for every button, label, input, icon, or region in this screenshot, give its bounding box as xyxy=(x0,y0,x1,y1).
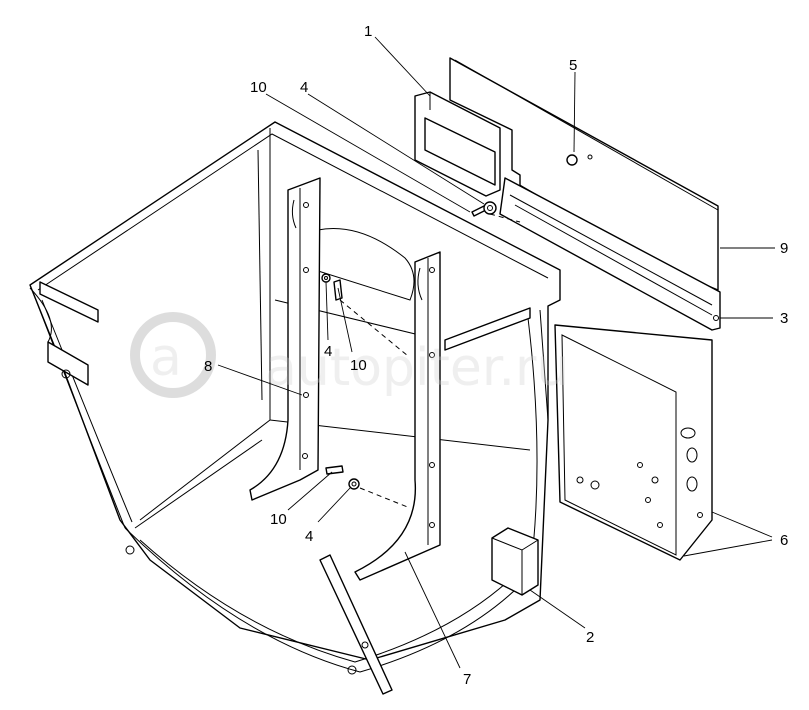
callout-6: 6 xyxy=(780,532,788,549)
callout-10: 10 xyxy=(250,79,267,96)
callout-2: 2 xyxy=(586,629,594,646)
watermark-letter-a: a xyxy=(150,328,182,388)
callout-4: 4 xyxy=(300,79,308,96)
watermark-text: autopiter.ru xyxy=(265,338,569,398)
callout-5: 5 xyxy=(569,57,577,74)
left-pillar-trim xyxy=(249,177,321,501)
leader-lines xyxy=(217,36,775,669)
side-panel xyxy=(554,324,713,561)
watermark: a autopiter.ru xyxy=(130,312,569,398)
callout-4: 4 xyxy=(305,528,313,545)
callout-9: 9 xyxy=(780,240,788,257)
callout-labels: 1 5 10 4 9 3 4 8 10 10 4 6 2 7 xyxy=(204,23,788,688)
alignment-lines xyxy=(339,213,521,509)
callout-8: 8 xyxy=(204,358,212,375)
lamp-block xyxy=(491,527,539,596)
callout-10: 10 xyxy=(270,511,287,528)
rear-window xyxy=(314,228,415,301)
callout-4: 4 xyxy=(324,343,332,360)
callout-1: 1 xyxy=(364,23,372,40)
right-pillar-trim xyxy=(354,251,441,581)
callout-7: 7 xyxy=(463,671,471,688)
storage-box xyxy=(414,91,501,197)
callout-10: 10 xyxy=(350,357,367,374)
channel-bar xyxy=(499,177,721,331)
callout-3: 3 xyxy=(780,310,788,327)
